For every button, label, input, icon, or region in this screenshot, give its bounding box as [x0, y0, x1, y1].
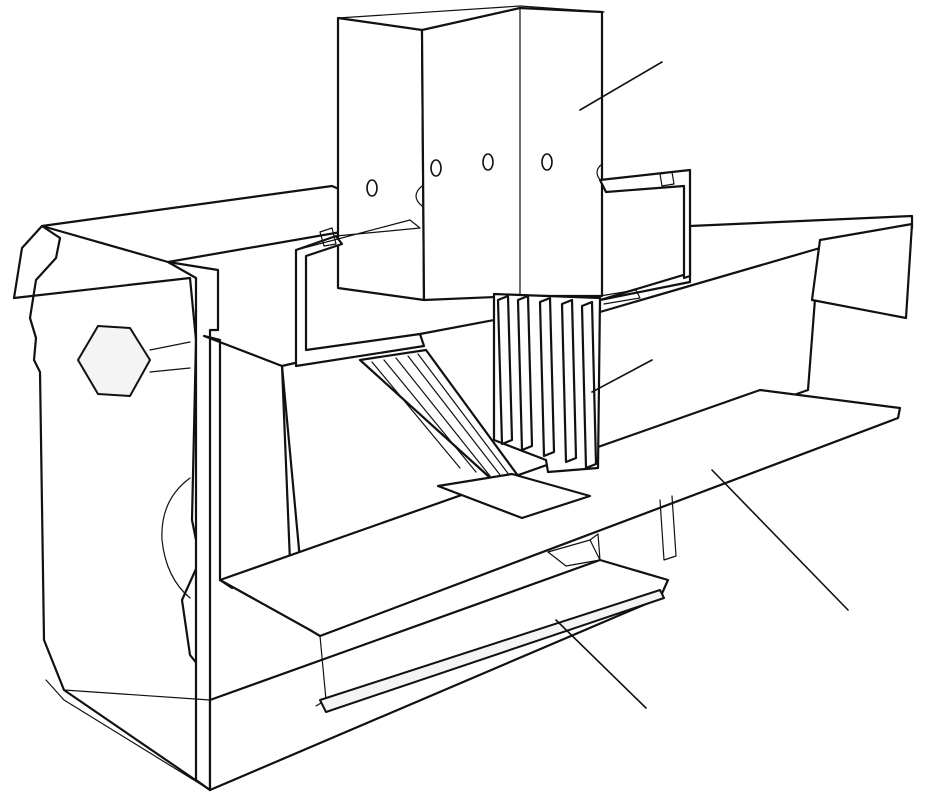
- upper-box-left-face: [336, 16, 426, 302]
- fin-array: [492, 292, 602, 474]
- housing-front-wall: [166, 260, 220, 792]
- left-bolt-shaft: [149, 341, 191, 373]
- bolt-hole-3: [482, 153, 494, 171]
- left-end-plate: [12, 224, 212, 792]
- bolt-hole-2: [430, 159, 442, 177]
- left-channel-clip: [319, 227, 337, 247]
- bolt-hole-1: [366, 179, 378, 197]
- upper-box-front-face: [420, 6, 604, 302]
- fin-1: [496, 294, 514, 446]
- tube-2: [383, 359, 477, 473]
- hole-notch-left: [415, 185, 423, 207]
- fin-5: [580, 300, 598, 470]
- leader-shelf-plate: [711, 469, 849, 611]
- bolt-hole-4: [541, 153, 553, 171]
- right-channel-floor: [599, 289, 641, 305]
- leader-lines: [555, 61, 849, 709]
- left-bolt-head: [77, 325, 151, 397]
- slanted-tubes: [358, 348, 592, 520]
- leader-fin-array: [591, 359, 653, 393]
- right-channel: [598, 168, 692, 305]
- fin-3: [538, 296, 556, 458]
- bottom-trough-edge: [45, 679, 211, 791]
- inner-left-frame: [202, 334, 292, 590]
- upper-box: [336, 5, 605, 302]
- bottom-trough: [208, 558, 670, 792]
- tube-5: [417, 353, 517, 485]
- fin-2: [516, 294, 534, 452]
- right-channel-clip: [659, 171, 675, 187]
- target-plate: [436, 472, 592, 520]
- lower-plate: [319, 589, 665, 713]
- leader-upper-box: [579, 61, 663, 111]
- tube-1: [371, 361, 461, 469]
- right-arm-end: [810, 222, 914, 320]
- upper-box-rim: [337, 5, 605, 19]
- shelf-plate: [218, 388, 902, 638]
- tube-4: [407, 355, 505, 481]
- right-channel-body: [598, 168, 692, 280]
- left-plate-arc: [161, 477, 191, 599]
- housing: [12, 184, 670, 792]
- leader-lower-plate: [555, 619, 647, 709]
- support-post: [659, 495, 677, 561]
- fin-4: [560, 298, 578, 464]
- lower-bracket: [547, 533, 601, 567]
- left-channel-top: [295, 219, 421, 251]
- left-channel: [294, 219, 426, 368]
- tube-3: [395, 357, 491, 477]
